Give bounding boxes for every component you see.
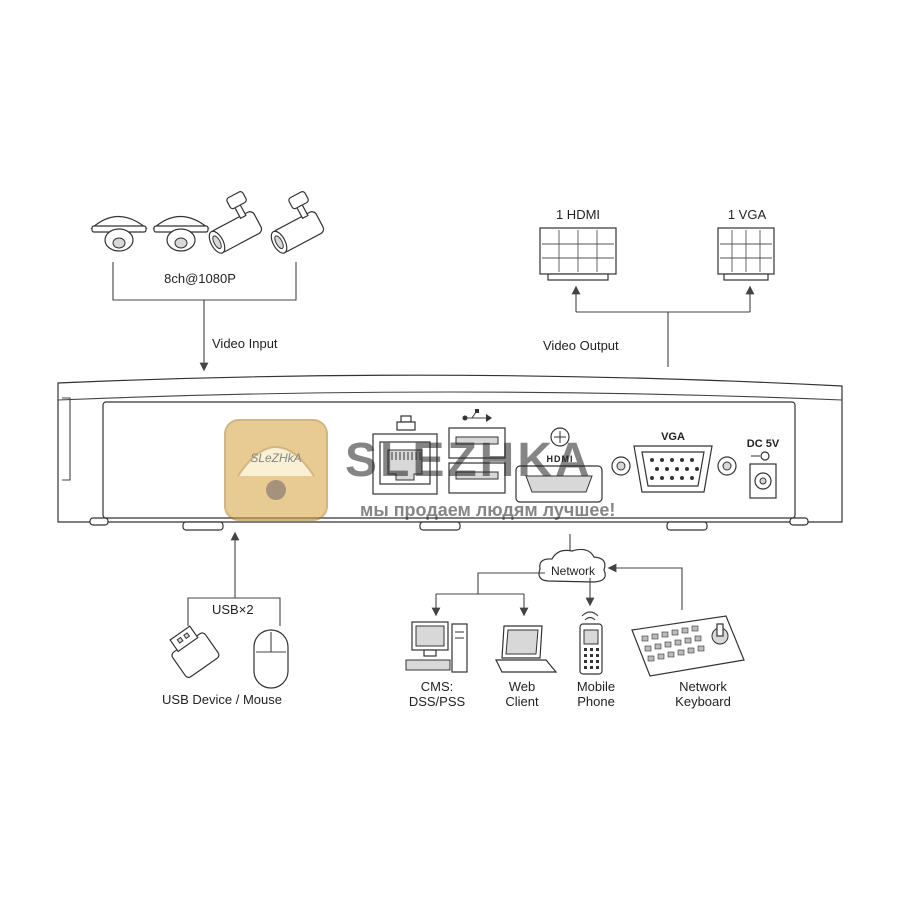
usb-count-label: USB×2 bbox=[212, 602, 254, 617]
ethernet-port bbox=[372, 433, 438, 495]
watermark-logo-text: SLeZHkA bbox=[250, 451, 301, 465]
usb-icon bbox=[462, 409, 492, 422]
watermark: SLeZHkA SLEZHKA мы продаем людям лучшее! bbox=[224, 419, 615, 521]
screw-icon bbox=[611, 456, 631, 476]
camera-group bbox=[90, 191, 325, 254]
power-label: DC 5V bbox=[747, 438, 780, 450]
hdmi-monitor-icon bbox=[539, 227, 617, 281]
mouse-icon bbox=[253, 629, 289, 689]
network-keyboard-label-line2: Keyboard bbox=[675, 694, 731, 709]
mobile-phone-label-line1: Mobile bbox=[577, 679, 615, 694]
video-input-label: Video Input bbox=[212, 336, 278, 351]
dome-camera-icon bbox=[90, 216, 148, 252]
cameras-label: 8ch@1080P bbox=[164, 271, 236, 286]
web-client-label-line1: Web bbox=[509, 679, 536, 694]
vga-port bbox=[633, 445, 713, 493]
screw-icon bbox=[717, 456, 737, 476]
hdmi-port-label: HDMI bbox=[547, 454, 574, 464]
vga-label: 1 VGA bbox=[728, 207, 767, 222]
cms-label-line2: DSS/PSS bbox=[409, 694, 466, 709]
network-keyboard-icon bbox=[631, 615, 745, 677]
network-cloud-icon bbox=[538, 548, 606, 583]
network-port-icon bbox=[396, 415, 416, 431]
desktop-computer-icon bbox=[405, 621, 468, 673]
watermark-slogan: мы продаем людям лучшее! bbox=[360, 500, 615, 520]
mobile-phone-label-line2: Phone bbox=[577, 694, 615, 709]
bullet-camera-icon bbox=[208, 191, 263, 254]
usb-ports bbox=[448, 427, 506, 494]
web-client-label-line2: Client bbox=[505, 694, 539, 709]
cms-label-line1: CMS: bbox=[421, 679, 454, 694]
laptop-icon bbox=[495, 625, 558, 673]
screw-icon bbox=[550, 427, 570, 447]
network-cloud-label: Network bbox=[551, 564, 596, 578]
video-output-label: Video Output bbox=[543, 338, 619, 353]
usb-devices-label: USB Device / Mouse bbox=[162, 692, 282, 707]
mobile-phone-icon bbox=[579, 611, 603, 675]
bullet-camera-icon bbox=[270, 191, 325, 254]
power-polarity-icon bbox=[751, 451, 770, 461]
hdmi-port bbox=[515, 465, 603, 503]
dome-camera-icon bbox=[152, 216, 210, 252]
vga-monitor-icon bbox=[717, 227, 775, 281]
usb-drive-icon bbox=[169, 625, 220, 678]
network-keyboard-label-line1: Network bbox=[679, 679, 727, 694]
power-port bbox=[749, 463, 777, 499]
watermark-brand: SLEZHKA bbox=[345, 434, 593, 487]
hdmi-label: 1 HDMI bbox=[556, 207, 600, 222]
vga-port-label: VGA bbox=[661, 431, 685, 443]
